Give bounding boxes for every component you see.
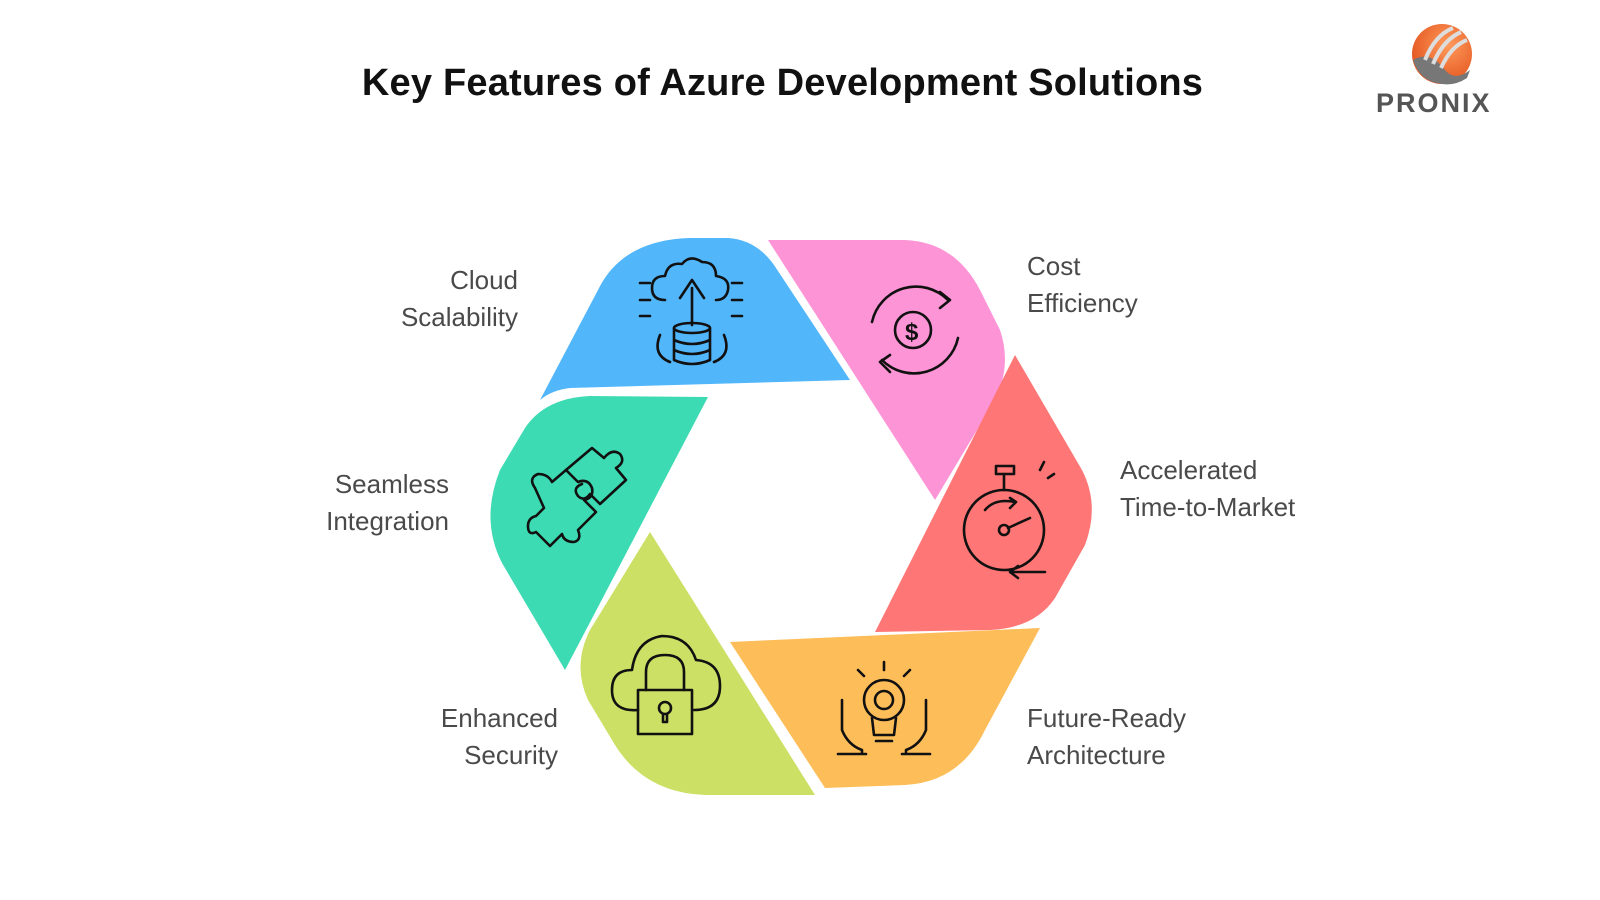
label-line-2: Scalability: [400, 302, 518, 332]
label-line-2: Integration: [326, 506, 449, 536]
label-line-2: Time-to-Market: [1120, 492, 1296, 522]
dollar-gear-cycle-icon: $: [870, 285, 960, 375]
page-title: Key Features of Azure Development Soluti…: [361, 62, 1204, 104]
label-line-1: Seamless: [334, 469, 449, 499]
label-enhanced-security: Enhanced Security: [360, 700, 558, 774]
label-line-2: Efficiency: [1027, 288, 1138, 318]
label-accelerated-time-to-market: Accelerated Time-to-Market: [1120, 452, 1295, 526]
label-line-1: Cloud: [450, 265, 518, 295]
stopwatch-icon: [962, 460, 1056, 580]
label-seamless-integration: Seamless Integration: [250, 466, 449, 540]
segment-cloud-scalability: [540, 238, 850, 400]
label-line-2: Architecture: [1027, 740, 1166, 770]
label-cloud-scalability: Cloud Scalability: [330, 262, 518, 336]
segment-seamless-integration: [490, 396, 708, 670]
puzzle-icon: [526, 446, 628, 548]
label-future-ready-architecture: Future-Ready Architecture: [1027, 700, 1186, 774]
label-cost-efficiency: Cost Efficiency: [1027, 248, 1138, 322]
pronix-logo: [1375, 20, 1520, 120]
label-line-2: Security: [464, 740, 558, 770]
segment-accelerated-time: [875, 355, 1092, 632]
hands-lightbulb-icon: [836, 660, 932, 756]
label-line-1: Accelerated: [1120, 455, 1258, 485]
cloud-upload-database-icon: [638, 257, 744, 366]
logo-sphere-icon: [1412, 24, 1472, 85]
cloud-lock-icon: [610, 634, 722, 736]
svg-text:$: $: [905, 319, 919, 346]
label-line-1: Enhanced: [440, 703, 558, 733]
label-line-1: Future-Ready: [1027, 703, 1186, 733]
logo-text: PRONIX: [1376, 88, 1492, 118]
label-line-1: Cost: [1027, 251, 1081, 281]
